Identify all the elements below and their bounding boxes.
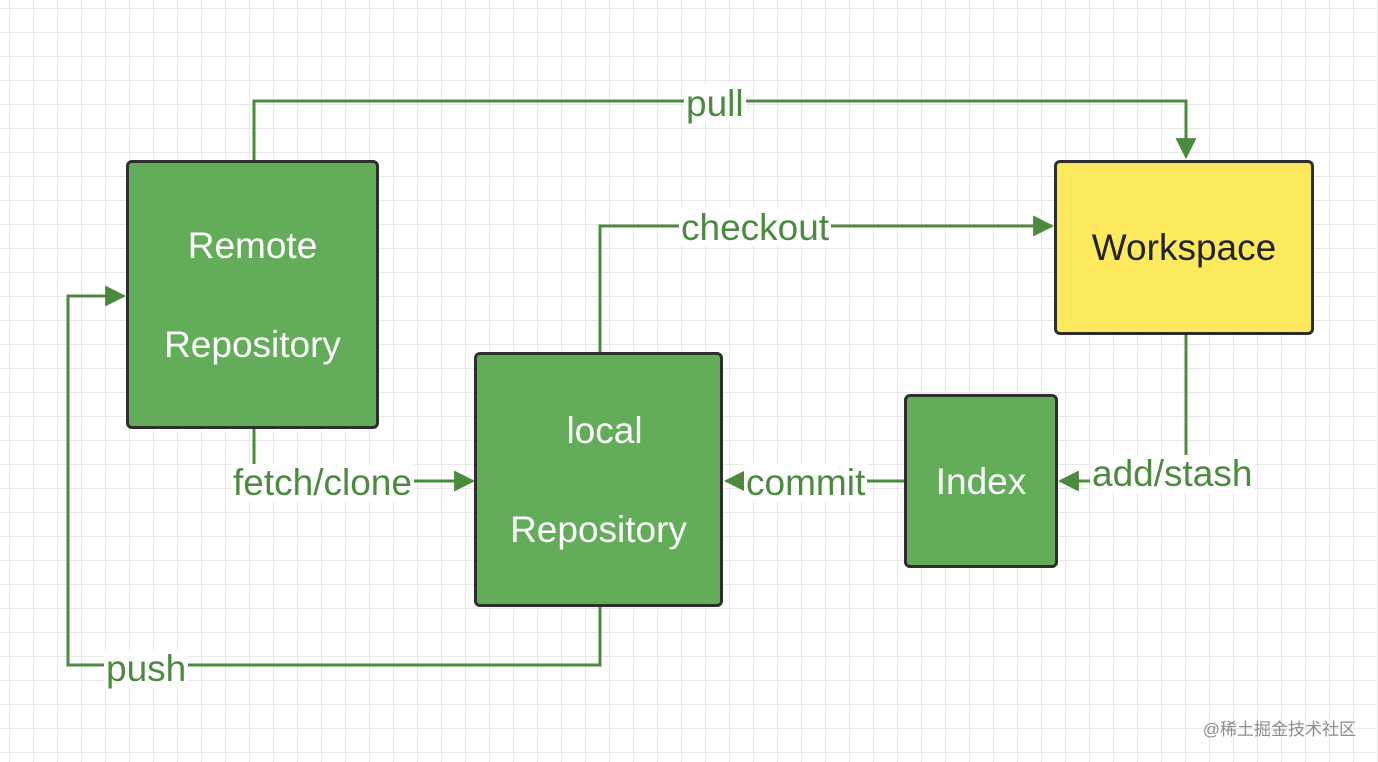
local-repository-label-line1: local	[566, 409, 643, 451]
checkout-label: checkout	[679, 207, 832, 248]
workspace-label: Workspace	[1091, 227, 1277, 268]
index-label: Index	[935, 460, 1027, 502]
workspace-node: Workspace	[1054, 160, 1314, 335]
fetch-clone-label: fetch/clone	[231, 462, 414, 503]
add-stash-label: add/stash	[1090, 453, 1255, 494]
push-arrow	[66, 285, 602, 667]
commit-label: commit	[744, 462, 868, 503]
push-label: push	[104, 648, 189, 689]
checkout-arrow	[598, 215, 1055, 352]
remote-repository-node: Remote Repository	[126, 160, 379, 429]
local-repository-node: local Repository	[474, 352, 723, 607]
remote-repository-label-line2: Repository	[164, 323, 341, 365]
pull-label: pull	[684, 83, 746, 124]
remote-repository-label-line1: Remote	[187, 224, 318, 266]
local-repository-label-line2: Repository	[510, 508, 687, 550]
index-node: Index	[904, 394, 1058, 568]
watermark-text: @稀土掘金技术社区	[1202, 720, 1356, 739]
